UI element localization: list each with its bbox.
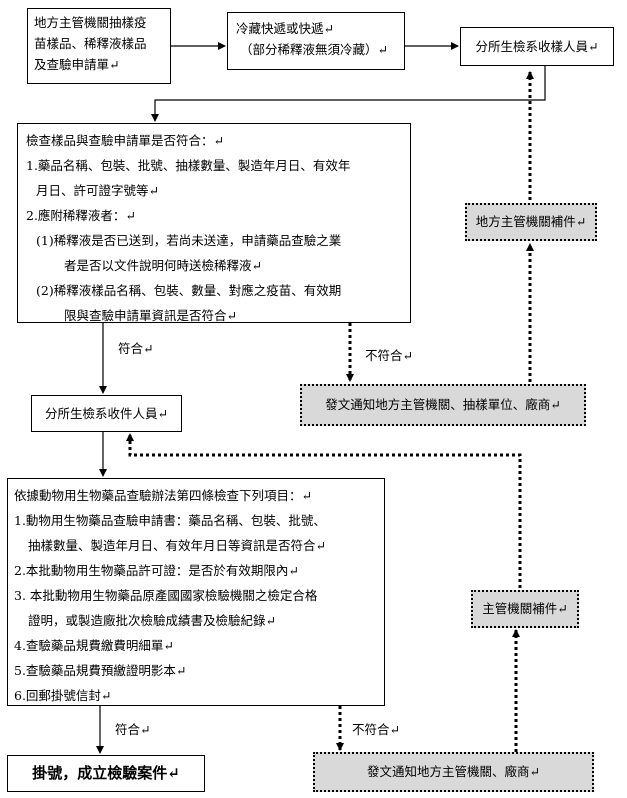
notice-authority-label: 發文通知地方主管機關、廠商↵ xyxy=(367,764,540,779)
notice-authority-box: 發文通知地方主管機關、廠商↵ xyxy=(313,752,594,792)
authority-supplement-box: 主管機關補件↵ xyxy=(471,590,579,628)
check-item-1b: 月日、許可證字號等↵ xyxy=(36,183,159,198)
authority-supplement-label: 主管機關補件↵ xyxy=(482,601,568,616)
sample-source-box: 地方主管機關抽樣疫 苗樣品、稀釋液樣品 及查驗申請單↵ xyxy=(27,8,171,84)
inspection-rules-box: 依據動物用生物藥品查驗辦法第四條檢查下列項目：↵ 1.動物用生物藥品查驗申請書：… xyxy=(7,478,385,706)
check-item-2-1b: 者是否以文件說明何時送檢稀釋液↵ xyxy=(64,258,262,273)
branch-receiver-top-label: 分所生檢系收樣人員↵ xyxy=(475,39,599,54)
local-supplement-label: 地方主管機關補件↵ xyxy=(475,214,587,229)
register-case-box: 掛號，成立檢驗案件↵ xyxy=(7,755,205,792)
notice-local-label: 發文通知地方主管機關、抽樣單位、廠商↵ xyxy=(325,397,561,412)
check-item-2-2b: 限與查驗申請單資訊是否符合↵ xyxy=(64,308,237,323)
rules-item-2: 2.本批動物用生物藥品許可證：是否於有效期限內↵ xyxy=(14,563,299,578)
check-item-2: 2.應附稀釋液者：↵ xyxy=(26,208,136,223)
rules-item-4: 4.查驗藥品規費繳費明細單↵ xyxy=(14,638,174,653)
sample-check-box: 檢查樣品與查驗申請單是否符合：↵ 1.藥品名稱、包裝、批號、抽樣數量、製造年月日… xyxy=(17,123,411,323)
pass-label-1: 符合↵ xyxy=(118,341,154,356)
rules-item-1a: 1.動物用生物藥品查驗申請書：藥品名稱、包裝、批號、 xyxy=(14,513,326,528)
fail-label-2: 不符合↵ xyxy=(352,722,400,737)
pass-label-2: 符合↵ xyxy=(115,722,151,737)
rules-item-6: 6.回郵掛號信封↵ xyxy=(14,688,112,703)
delivery-line-2: （部分稀釋液無須冷藏）↵ xyxy=(240,42,388,57)
rules-item-3b: 證明，或製造廠批次檢驗成績書及檢驗紀錄↵ xyxy=(28,613,276,628)
rules-item-3a: 3. 本批動物用生物藥品原產國國家檢驗機關之檢定合格 xyxy=(14,588,318,603)
rules-heading: 依據動物用生物藥品查驗辦法第四條檢查下列項目：↵ xyxy=(14,488,312,503)
check-item-1a: 1.藥品名稱、包裝、批號、抽樣數量、製造年月日、有效年 xyxy=(26,158,351,173)
delivery-line-1: 冷藏快遞或快遞↵ xyxy=(236,21,334,36)
rules-item-5: 5.查驗藥品規費預繳證明影本↵ xyxy=(14,663,187,678)
check-item-2-2a: (2)稀釋液樣品名稱、包裝、數量、對應之疫苗、有效期 xyxy=(36,283,342,298)
local-supplement-box: 地方主管機關補件↵ xyxy=(465,203,597,241)
branch-receiver-top-box: 分所生檢系收樣人員↵ xyxy=(460,27,614,66)
check-item-2-1a: (1)稀釋液是否已送到，若尚未送達，申請藥品查驗之業 xyxy=(36,233,342,248)
sample-source-line-1: 地方主管機關抽樣疫 xyxy=(34,15,147,30)
delivery-box: 冷藏快遞或快遞↵ （部分稀釋液無須冷藏）↵ xyxy=(227,12,405,70)
check-heading: 檢查樣品與查驗申請單是否符合：↵ xyxy=(26,133,224,148)
arrow-receiver-to-check xyxy=(151,66,546,122)
rules-item-1b: 抽樣數量、製造年月日、有效年月日等資訊是否符合↵ xyxy=(28,538,326,553)
branch-receiver-mid-label: 分所生檢系收件人員↵ xyxy=(45,406,168,421)
register-case-label: 掛號，成立檢驗案件↵ xyxy=(32,764,180,782)
branch-receiver-mid-box: 分所生檢系收件人員↵ xyxy=(31,395,182,432)
sample-source-line-3: 及查驗申請單↵ xyxy=(34,57,120,72)
fail-label-1: 不符合↵ xyxy=(365,348,413,363)
notice-local-box: 發文通知地方主管機關、抽樣單位、廠商↵ xyxy=(300,384,586,426)
sample-source-line-2: 苗樣品、稀釋液樣品 xyxy=(34,36,147,51)
